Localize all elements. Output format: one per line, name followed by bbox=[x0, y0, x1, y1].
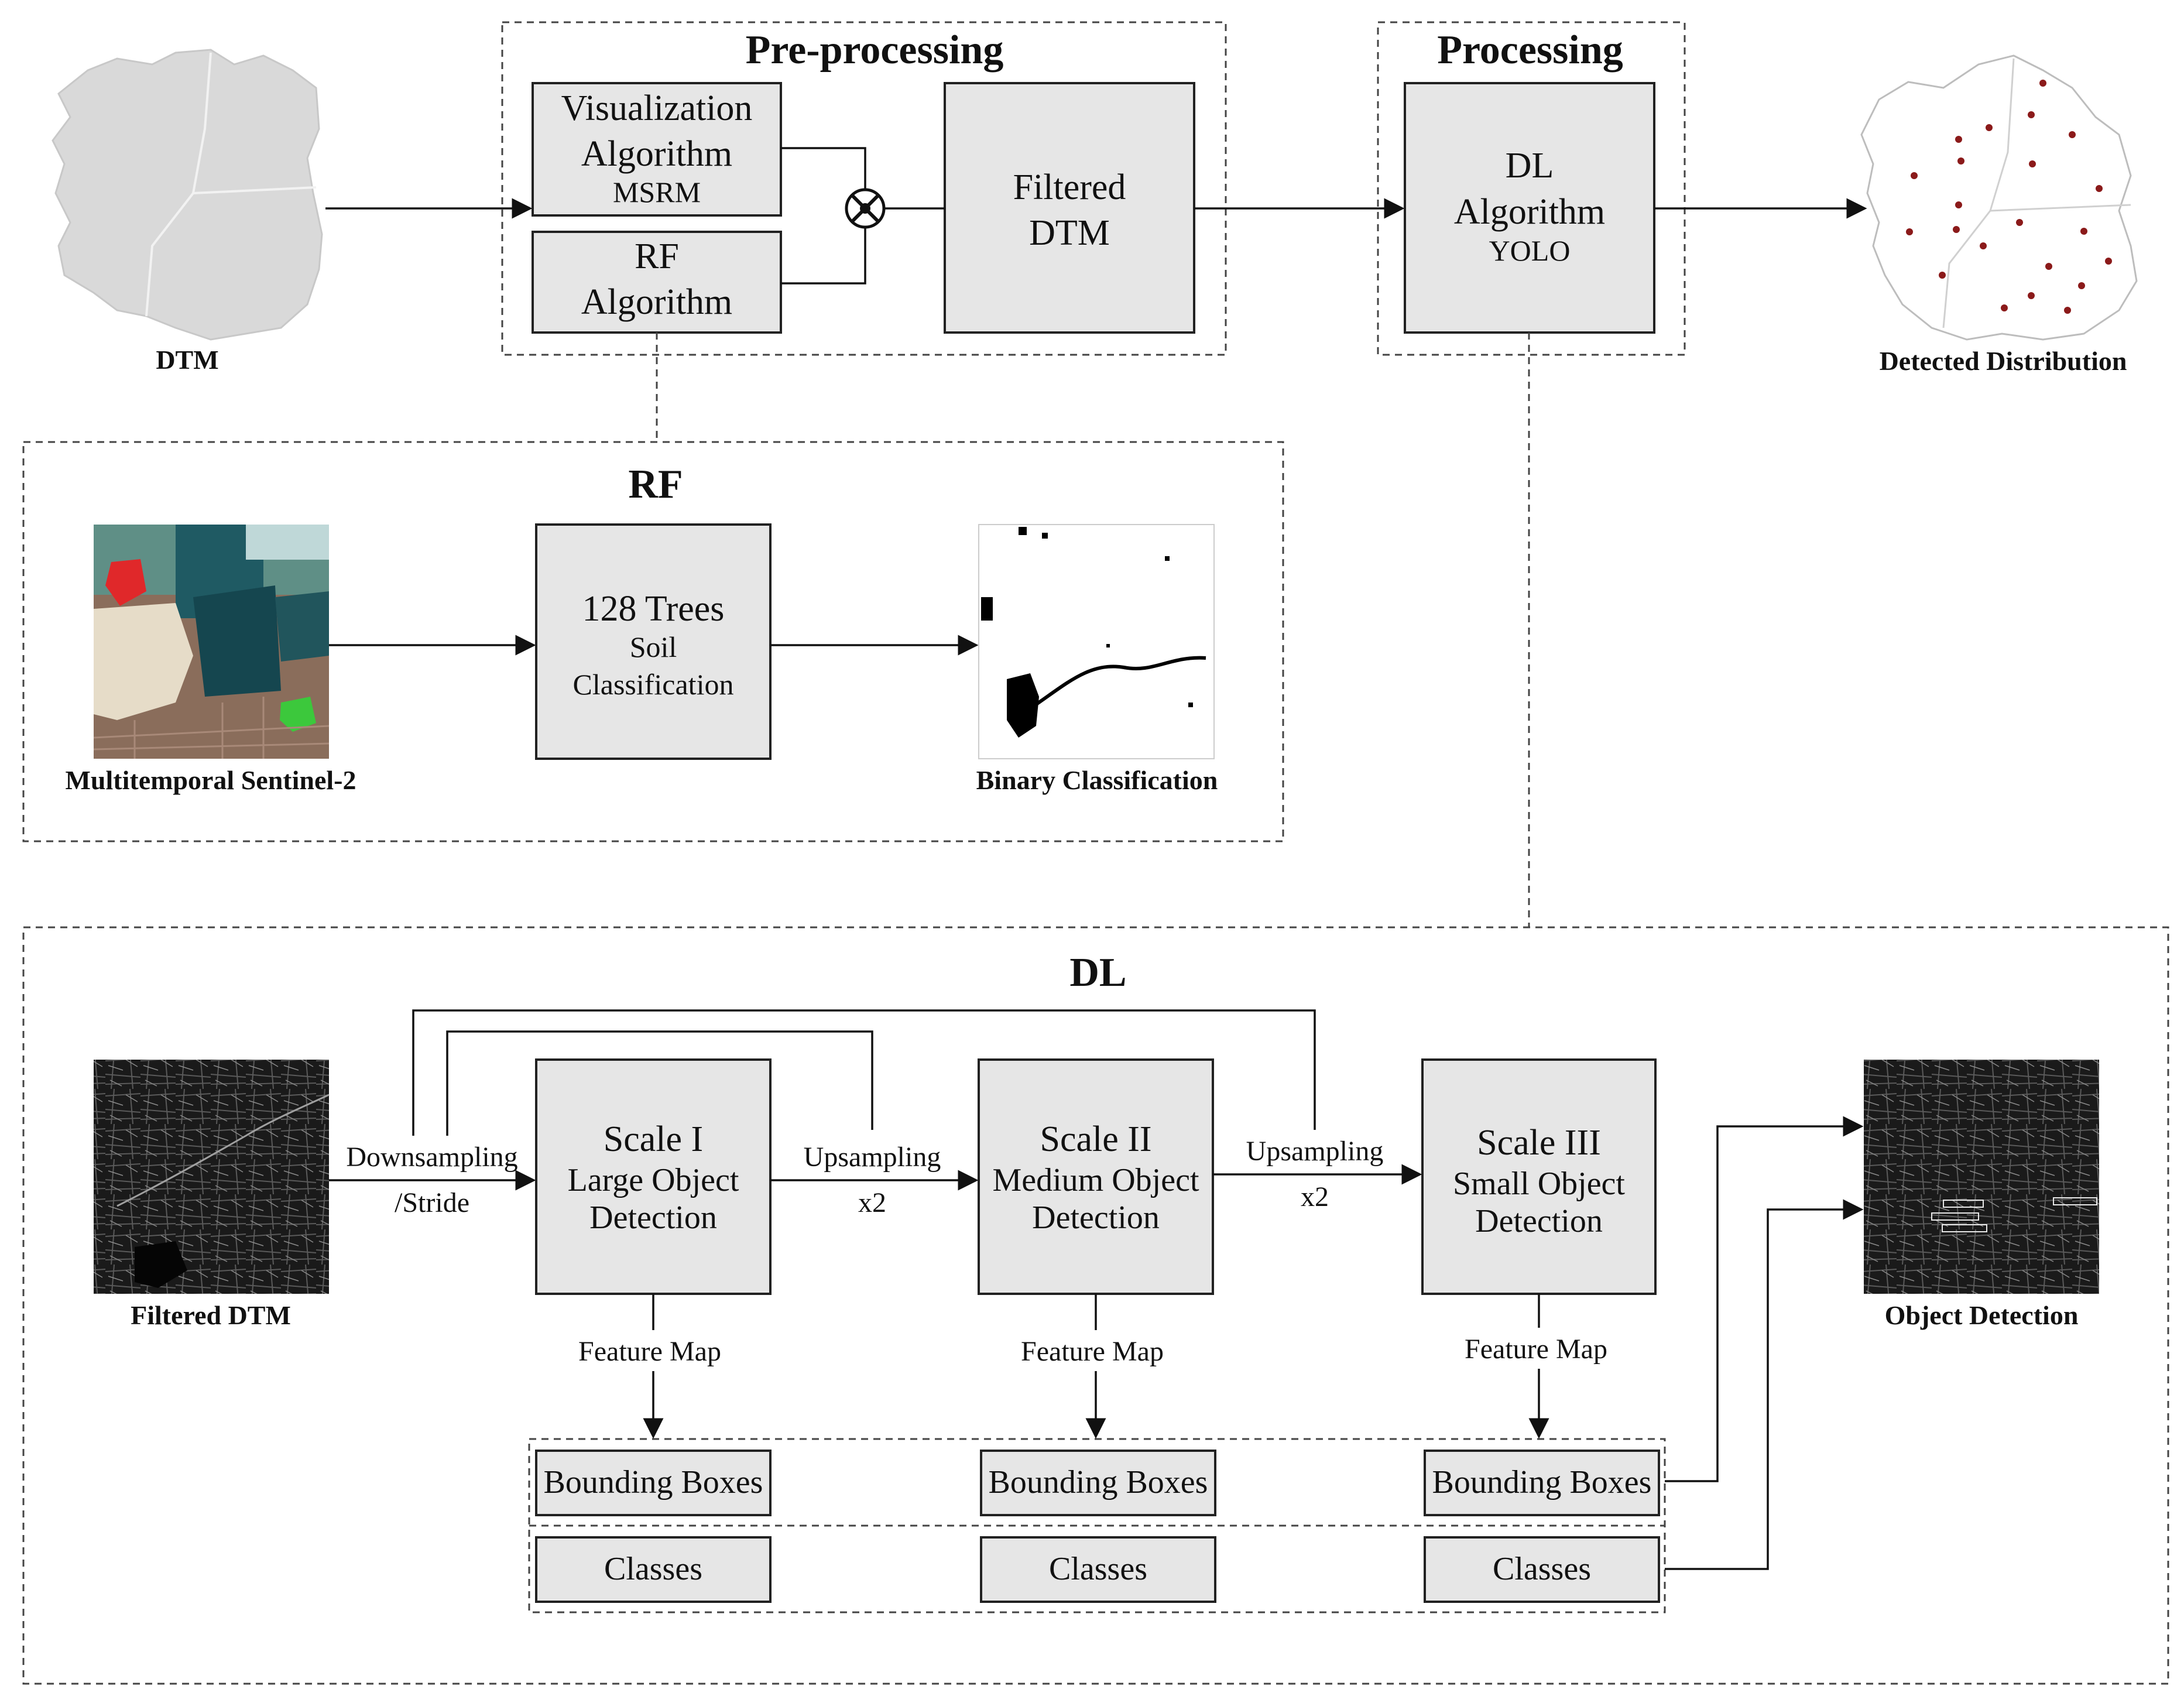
classes-label-1: Classes bbox=[604, 1551, 702, 1587]
filtered-dtm-line1: Filtered bbox=[1013, 167, 1126, 207]
filtered-dtm-image bbox=[94, 1060, 329, 1294]
filtered-dtm-line2: DTM bbox=[1029, 213, 1110, 253]
dtm-map bbox=[52, 49, 323, 341]
upsampling2-line1: Upsampling bbox=[1246, 1136, 1384, 1167]
scale3-box bbox=[1421, 1058, 1657, 1295]
skip-connection-inner bbox=[446, 1030, 873, 1136]
scale1-line1: Scale I bbox=[604, 1119, 703, 1159]
bounding-boxes-box-1 bbox=[535, 1450, 772, 1516]
scale3-line2: Small Object bbox=[1453, 1166, 1625, 1202]
bounding-boxes-box-2 bbox=[980, 1450, 1216, 1516]
bounding-boxes-label-3: Bounding Boxes bbox=[1432, 1464, 1652, 1500]
feature-map-label-3: Feature Map bbox=[1465, 1334, 1607, 1365]
filtered-dtm-caption: Filtered DTM bbox=[131, 1300, 291, 1330]
preprocessing-title: Pre-processing bbox=[746, 28, 1004, 73]
preprocessing-group bbox=[501, 21, 1227, 356]
dtm-caption: DTM bbox=[156, 345, 218, 375]
scale2-line2: Medium Object bbox=[992, 1162, 1199, 1198]
classes-box-2 bbox=[980, 1536, 1216, 1603]
scale2-line3: Detection bbox=[1032, 1200, 1160, 1236]
detected-distribution-map bbox=[1860, 54, 2138, 341]
skip-connection-outer bbox=[412, 1009, 1316, 1136]
rf-algorithm-line1: RF bbox=[635, 237, 679, 276]
sentinel-image bbox=[93, 525, 330, 759]
trees-line3: Classification bbox=[573, 668, 734, 701]
rf-algorithm-line2: Algorithm bbox=[581, 282, 732, 322]
visualization-line3: MSRM bbox=[613, 176, 701, 208]
scale1-box bbox=[535, 1058, 772, 1295]
classes-box-3 bbox=[1424, 1536, 1660, 1603]
classes-box-1 bbox=[535, 1536, 772, 1603]
visualization-to-operator-line bbox=[781, 147, 866, 190]
dl-section-title: DL bbox=[1069, 950, 1126, 995]
dl-algorithm-line3: YOLO bbox=[1489, 234, 1571, 267]
rf-section bbox=[22, 441, 1284, 842]
visualization-algorithm-box bbox=[532, 82, 782, 217]
upsampling2-line2: x2 bbox=[1301, 1181, 1329, 1212]
rf-section-title: RF bbox=[628, 462, 683, 507]
feature-map-label-2: Feature Map bbox=[1021, 1336, 1164, 1367]
object-detection-caption: Object Detection bbox=[1885, 1300, 2079, 1330]
upsampling1-line2: x2 bbox=[858, 1187, 886, 1218]
classes-label-2: Classes bbox=[1049, 1551, 1147, 1587]
classes-to-detection-arrow bbox=[1665, 1199, 1864, 1570]
upsampling1-line1: Upsampling bbox=[804, 1142, 941, 1173]
dl-section bbox=[22, 926, 2169, 1685]
rf-algorithm-box bbox=[532, 231, 782, 334]
bounding-boxes-to-detection-arrow bbox=[1665, 1116, 1864, 1482]
bounding-boxes-label-1: Bounding Boxes bbox=[544, 1464, 763, 1500]
trees-line2: Soil bbox=[630, 631, 677, 663]
dl-algorithm-line1: DL bbox=[1506, 146, 1554, 186]
scale1-line3: Detection bbox=[589, 1200, 717, 1236]
object-detection-image bbox=[1864, 1060, 2099, 1294]
visualization-line2: Algorithm bbox=[581, 134, 732, 174]
visualization-line1: Visualization bbox=[561, 88, 753, 128]
binary-caption: Binary Classification bbox=[976, 765, 1218, 795]
feature-map-label-1: Feature Map bbox=[578, 1336, 721, 1367]
scale1-line2: Large Object bbox=[568, 1162, 739, 1198]
scale3-line1: Scale III bbox=[1477, 1123, 1601, 1163]
downsampling-line2: /Stride bbox=[395, 1187, 469, 1218]
scale2-line1: Scale II bbox=[1040, 1119, 1151, 1159]
bounding-boxes-box-3 bbox=[1424, 1450, 1660, 1516]
multiply-operator-icon bbox=[845, 188, 886, 229]
rf-to-operator-line bbox=[781, 227, 866, 285]
processing-group bbox=[1377, 21, 1686, 356]
binary-classification-image bbox=[978, 524, 1215, 759]
trees-box bbox=[535, 523, 772, 760]
detected-distribution-caption: Detected Distribution bbox=[1880, 346, 2127, 376]
downsampling-line1: Downsampling bbox=[346, 1142, 517, 1173]
processing-title: Processing bbox=[1437, 28, 1623, 73]
classes-label-3: Classes bbox=[1493, 1551, 1591, 1587]
trees-line1: 128 Trees bbox=[582, 589, 725, 629]
sentinel-caption: Multitemporal Sentinel-2 bbox=[66, 765, 356, 795]
scale3-line3: Detection bbox=[1475, 1203, 1603, 1239]
dl-algorithm-line2: Algorithm bbox=[1454, 192, 1605, 232]
filtered-dtm-box bbox=[944, 82, 1195, 334]
scale2-box bbox=[978, 1058, 1214, 1295]
bounding-boxes-label-2: Bounding Boxes bbox=[989, 1464, 1208, 1500]
